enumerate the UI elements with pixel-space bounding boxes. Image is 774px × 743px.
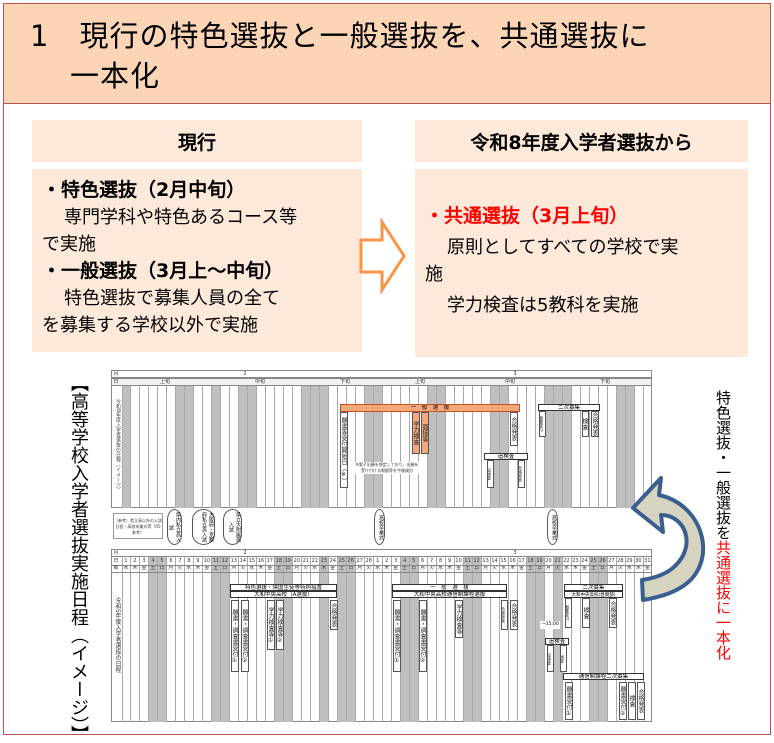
current-box: ・特色選抜（2月中旬） 専門学科や特色あるコース等 で実施 ・一般選抜（3月上～… — [32, 169, 362, 352]
slide-title: 1 現行の特色選抜と一般選抜を、共通選抜に 一本化 — [30, 16, 649, 96]
ippan-text: 特色選抜で募集人員の全て — [64, 288, 280, 309]
slide-frame — [3, 3, 771, 735]
ippan-title: ・一般選抜（3月上～中旬） — [42, 260, 284, 282]
side-note-black: 特色選抜・一般選抜を — [714, 390, 732, 540]
future-box: ・共通選抜（3月上旬） 原則としてすべての学校で実 施 学力検査は5教科を実施 — [415, 169, 748, 357]
right-arrow-icon — [359, 218, 406, 294]
ippan-text-cont: を募集する学校以外で実施 — [42, 315, 258, 336]
current-heading: 現行 — [32, 120, 362, 162]
tokushoku-title: ・特色選抜（2月中旬） — [42, 179, 246, 201]
title-line-2: 一本化 — [70, 59, 161, 93]
side-note: 特色選抜・一般選抜を共通選抜に一本化 — [713, 390, 733, 660]
future-heading: 令和8年度入学者選抜から — [415, 120, 748, 162]
tokushoku-text-cont: で実施 — [42, 234, 96, 255]
kyotsu-text: 原則としてすべての学校で実 — [447, 237, 679, 258]
kyotsu-exam-text: 学力検査は5教科を実施 — [447, 295, 639, 316]
kyotsu-text-cont: 施 — [425, 264, 443, 285]
side-note-red: 共通選抜に一本化 — [714, 540, 732, 660]
schedule-title: 【高等学校入学者選抜実施日程（イメージ）】 — [68, 374, 89, 743]
tokushoku-text: 専門学科や特色あるコース等 — [64, 207, 298, 228]
kyotsu-title: ・共通選抜（3月上旬） — [425, 205, 629, 227]
curved-arrow-icon — [631, 476, 706, 602]
slide-header: 1 現行の特色選抜と一般選抜を、共通選抜に 一本化 — [3, 3, 771, 104]
title-line-1: 1 現行の特色選抜と一般選抜を、共通選抜に — [30, 19, 650, 53]
